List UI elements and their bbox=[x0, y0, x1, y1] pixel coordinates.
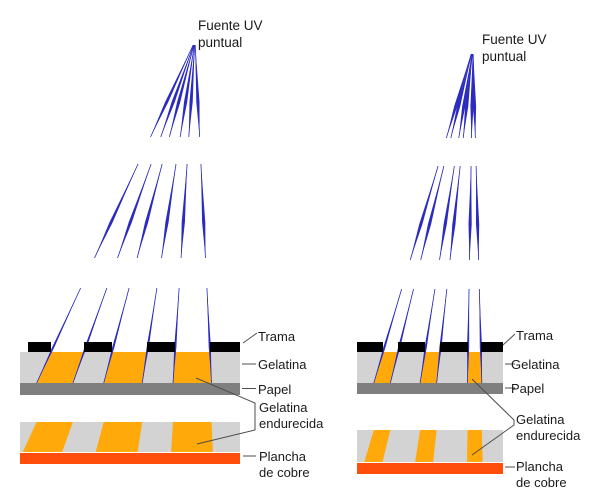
hardened-gelatin-area bbox=[173, 352, 212, 383]
uv-ray-flare bbox=[446, 54, 472, 138]
uv-ray-flare bbox=[180, 45, 195, 137]
uv-ray-flare bbox=[420, 166, 444, 260]
uv-ray-flare bbox=[161, 164, 176, 258]
paper-layer bbox=[20, 383, 240, 395]
label-connector bbox=[242, 332, 258, 344]
uv-ray-flare bbox=[173, 288, 180, 383]
copper-plate-layer bbox=[357, 463, 503, 474]
label-gelatina-endurecida-left: Gelatina endurecida bbox=[259, 400, 324, 431]
screen-bar bbox=[84, 342, 112, 352]
screen-bar bbox=[440, 342, 468, 352]
uv-ray-flare bbox=[468, 166, 472, 260]
uv-ray-flare bbox=[390, 289, 414, 383]
uv-ray-flare bbox=[142, 288, 157, 383]
label-connector-bracket bbox=[195, 377, 256, 445]
label-trama-right: Trama bbox=[516, 328, 554, 343]
label-papel-right: Papel bbox=[511, 381, 545, 396]
hardened-gelatin-stripe bbox=[22, 422, 73, 452]
label-plancha-cobre-right: Plancha de cobre bbox=[516, 459, 567, 490]
uv-ray-flare bbox=[94, 164, 138, 258]
label-connector-bracket bbox=[471, 378, 515, 456]
uv-ray-flare bbox=[373, 289, 402, 383]
uv-ray-flare bbox=[200, 164, 206, 258]
label-gelatina-left: Gelatina bbox=[258, 357, 307, 372]
uv-ray-flare bbox=[117, 164, 152, 258]
uv-ray-flare bbox=[206, 288, 212, 383]
uv-ray-flare bbox=[188, 45, 195, 137]
label-connector bbox=[502, 333, 516, 346]
uv-ray-flare bbox=[450, 54, 472, 138]
uv-ray-flare bbox=[450, 166, 461, 260]
panel-left bbox=[20, 44, 258, 464]
hardened-gelatin-stripe bbox=[95, 422, 143, 452]
uv-ray-flare bbox=[181, 164, 188, 258]
hardened-gelatin-stripe bbox=[415, 430, 437, 462]
screen-bar bbox=[210, 342, 240, 352]
uv-ray-flare bbox=[439, 166, 455, 260]
uv-source-label-left: Fuente UV puntual bbox=[198, 18, 263, 50]
uv-source-label-right: Fuente UV puntual bbox=[482, 32, 547, 64]
uv-ray-flare bbox=[410, 166, 439, 260]
screen-bar bbox=[357, 342, 383, 352]
hardened-gelatin-stripe bbox=[467, 430, 483, 462]
hardened-gelatin-stripe bbox=[171, 422, 213, 452]
label-trama-left: Trama bbox=[258, 329, 296, 344]
paper-layer bbox=[357, 383, 503, 394]
uv-ray-flare bbox=[467, 289, 470, 383]
uv-ray-flare bbox=[103, 288, 130, 383]
panel-right bbox=[357, 53, 516, 474]
label-papel-left: Papel bbox=[258, 382, 292, 397]
screen-bar bbox=[398, 342, 425, 352]
uv-ray-flare bbox=[479, 289, 482, 383]
hardened-gelatin-area bbox=[467, 352, 482, 383]
uv-ray-flare bbox=[195, 45, 200, 137]
hardened-gelatin-stripe bbox=[364, 430, 391, 462]
screen-bar bbox=[147, 342, 175, 352]
uv-ray-flare bbox=[472, 54, 477, 138]
hardened-gelatin-area bbox=[103, 352, 147, 383]
uv-ray-flare bbox=[458, 54, 473, 138]
uv-ray-flare bbox=[72, 288, 107, 383]
uv-ray-flare bbox=[169, 45, 194, 137]
label-gelatina-right: Gelatina bbox=[511, 357, 560, 372]
uv-ray-flare bbox=[420, 289, 435, 383]
uv-ray-flare bbox=[476, 166, 480, 260]
uv-ray-flare bbox=[470, 54, 474, 138]
label-gelatina-endurecida-right: Gelatina endurecida bbox=[516, 412, 581, 443]
uv-ray-flare bbox=[436, 289, 447, 383]
uv-ray-flare bbox=[160, 45, 194, 137]
uv-ray-flare bbox=[463, 54, 473, 138]
screen-bar bbox=[481, 342, 503, 352]
copper-plate-layer bbox=[20, 453, 240, 464]
label-plancha-cobre-left: Plancha de cobre bbox=[259, 449, 310, 480]
screen-bar bbox=[28, 342, 51, 352]
uv-ray-flare bbox=[150, 45, 194, 137]
uv-ray-flare bbox=[36, 288, 81, 383]
uv-ray-flare bbox=[137, 164, 163, 258]
hardened-gelatin-area bbox=[420, 352, 440, 383]
hardened-gelatin-area bbox=[36, 352, 84, 383]
